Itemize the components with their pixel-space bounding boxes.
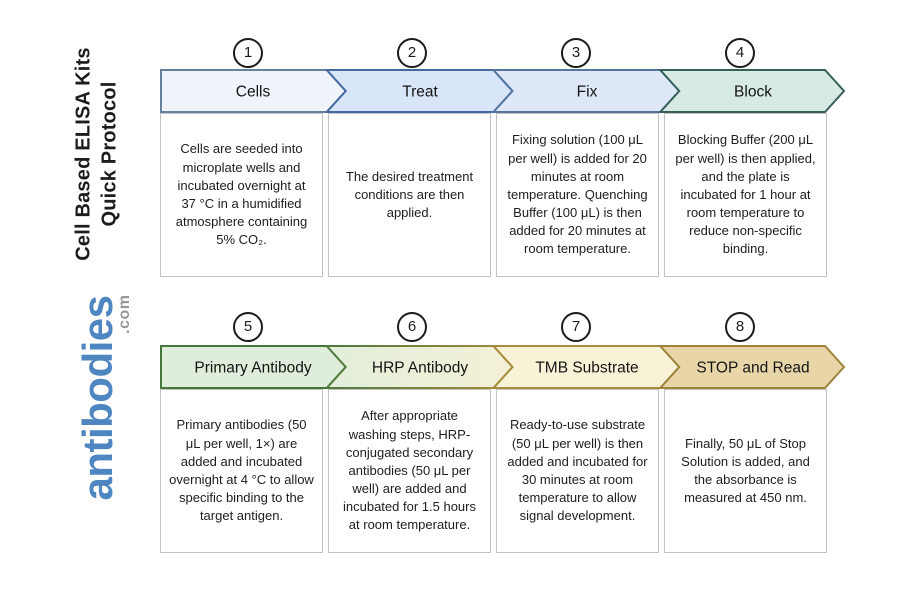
step-description-box-4: Blocking Buffer (200 μL per well) is the… [664,113,827,277]
step-arrow-block [657,69,846,113]
step-description-box-7: Ready-to-use substrate (50 μL per well) … [496,389,659,553]
step-arrow-label-8: STOP and Read [696,360,809,377]
page-title-line-2: Quick Protocol [98,81,120,227]
step-arrow-label-7: TMB Substrate [535,360,638,377]
description-row-1: Cells are seeded into microplate wells a… [160,113,827,277]
step-circle-3: 3 [561,38,591,68]
logo-domain-suffix: .com [116,294,133,334]
step-arrow-stop-and-read [657,345,846,389]
step-arrow-label-1: Cells [236,84,271,101]
page-title-line-1: Cell Based ELISA Kits [72,47,95,261]
step-description-box-3: Fixing solution (100 μL per well) is add… [496,113,659,277]
step-description-box-1: Cells are seeded into microplate wells a… [160,113,323,277]
description-row-2: Primary antibodies (50 μL per well, 1×) … [160,389,827,553]
step-circle-7: 7 [561,312,591,342]
logo-wordmark: antibodies [74,295,121,501]
step-circle-1: 1 [233,38,263,68]
step-arrow-label-2: Treat [402,84,438,101]
step-circle-6: 6 [397,312,427,342]
step-description-box-5: Primary antibodies (50 μL per well, 1×) … [160,389,323,553]
step-circle-4: 4 [725,38,755,68]
step-arrow-label-3: Fix [577,84,598,101]
process-arrows-row-1: Cells Treat Fix Block [160,69,846,113]
step-circle-2: 2 [397,38,427,68]
step-arrow-label-5: Primary Antibody [194,360,311,377]
process-arrows-row-2: Primary Antibody HRP Antibody TMB Substr… [160,345,846,389]
step-arrow-label-4: Block [734,84,772,101]
step-description-box-2: The desired treatment conditions are the… [328,113,491,277]
page-title: Cell Based ELISA Kits Quick Protocol [71,47,122,261]
step-circle-5: 5 [233,312,263,342]
step-arrow-label-6: HRP Antibody [372,360,468,377]
step-circle-8: 8 [725,312,755,342]
step-description-box-8: Finally, 50 μL of Stop Solution is added… [664,389,827,553]
step-description-box-6: After appropriate washing steps, HRP-con… [328,389,491,553]
antibodies-logo: antibodies .com [74,294,133,501]
